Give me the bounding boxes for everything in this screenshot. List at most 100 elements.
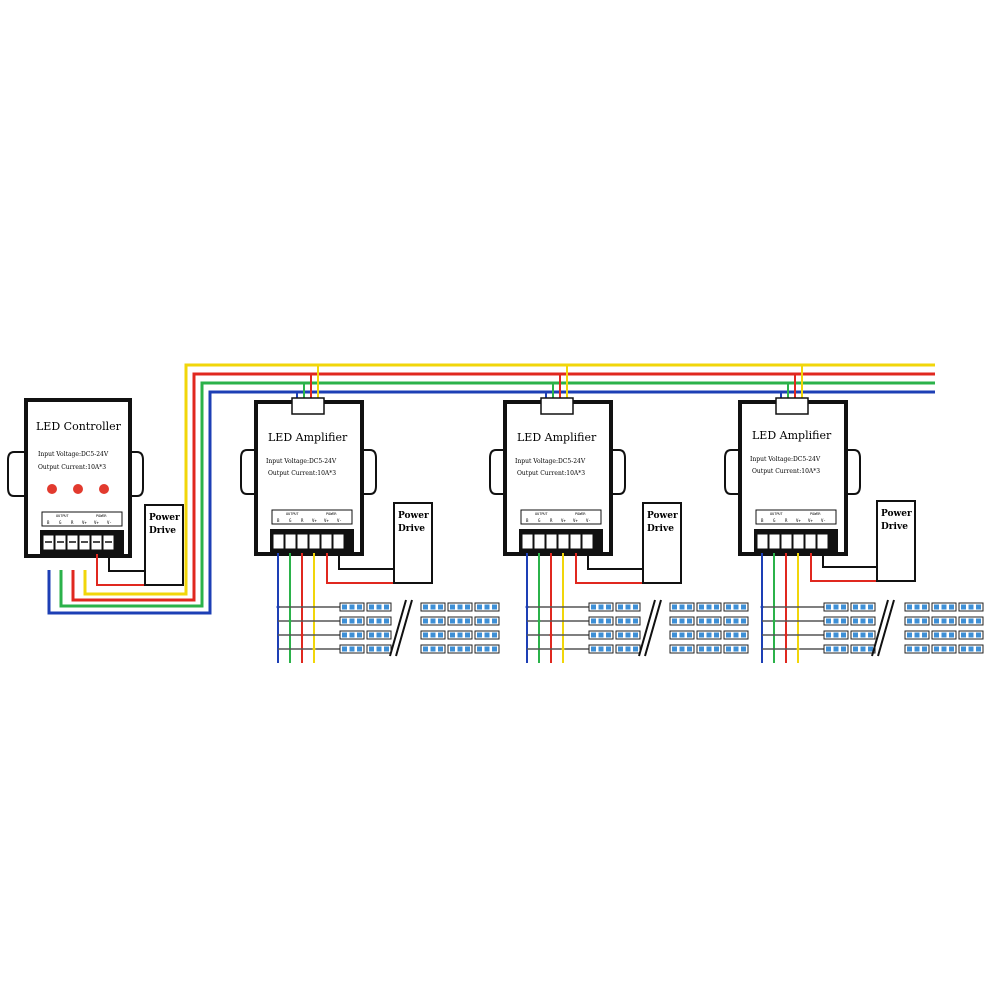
led-pixel <box>357 618 362 624</box>
led-pixel <box>423 618 428 624</box>
led-pixel <box>853 646 858 652</box>
led-pixel <box>826 618 831 624</box>
led-pixel <box>376 632 382 638</box>
controller-pin-label: V- <box>107 520 112 525</box>
led-pixel <box>672 646 677 652</box>
led-pixel <box>699 604 704 610</box>
led-pixel <box>679 604 685 610</box>
led-pixel <box>679 646 685 652</box>
led-pixel <box>968 618 974 624</box>
led-pixel <box>457 632 463 638</box>
wire-junction <box>760 605 764 609</box>
amplifier-terminal-power-label: POWER <box>810 512 821 516</box>
power-drive-label-line2: Drive <box>881 522 908 532</box>
led-pixel <box>699 618 704 624</box>
led-pixel <box>606 632 611 638</box>
led-pixel <box>934 646 939 652</box>
strip-break-mark <box>877 599 895 657</box>
led-pixel <box>384 632 389 638</box>
led-strips-3 <box>761 553 799 663</box>
led-pixel <box>342 646 347 652</box>
led-pixel <box>687 632 692 638</box>
led-amplifier-1: LED Amplifier Input Voltage:DC5-24V Outp… <box>240 397 396 584</box>
led-pixel <box>438 632 443 638</box>
led-pixel <box>342 618 347 624</box>
led-pixel <box>679 618 685 624</box>
led-pixel <box>741 646 746 652</box>
controller-pin-labels: B G R V+ V+ V- <box>47 520 112 525</box>
led-pixel <box>423 632 428 638</box>
led-pixel <box>941 646 947 652</box>
led-pixel <box>860 618 866 624</box>
led-pixel <box>976 604 981 610</box>
led-pixel <box>733 604 739 610</box>
led-pixel <box>853 632 858 638</box>
indicator-led-1 <box>47 484 57 494</box>
led-strips-2 <box>526 553 564 663</box>
led-pixel <box>853 604 858 610</box>
led-pixel <box>907 632 912 638</box>
led-pixel <box>868 646 873 652</box>
amplifier-title: LED Amplifier <box>517 431 597 444</box>
led-pixel <box>633 646 638 652</box>
controller-pin-label: V+ <box>94 520 99 525</box>
controller-terminal-output-label: OUTPUT <box>56 514 70 518</box>
led-pixel <box>968 646 974 652</box>
amplifier-output-current: Output Current:10A*3 <box>752 468 820 475</box>
led-pixel <box>438 646 443 652</box>
wire-junction <box>561 647 565 651</box>
led-pixel <box>726 604 731 610</box>
amplifier-pin-label: R <box>785 518 788 523</box>
led-pixel <box>633 632 638 638</box>
controller-title: LED Controller <box>36 420 122 433</box>
led-pixel <box>706 632 712 638</box>
led-pixel <box>687 646 692 652</box>
bus-wire-green <box>59 381 935 608</box>
led-pixel <box>941 632 947 638</box>
led-pixel <box>687 604 692 610</box>
led-pixel <box>714 646 719 652</box>
led-pixel <box>430 604 436 610</box>
amplifier-terminal-block <box>519 529 603 553</box>
led-pixel <box>438 618 443 624</box>
strip-break-mark <box>638 599 656 657</box>
amplifier-pin-label: B <box>277 518 280 523</box>
led-pixel <box>941 618 947 624</box>
led-pixel <box>706 646 712 652</box>
led-pixel <box>423 646 428 652</box>
led-pixel <box>349 632 355 638</box>
led-pixel <box>625 618 631 624</box>
amplifier-pin-label: R <box>550 518 553 523</box>
led-pixel <box>687 618 692 624</box>
led-pixel <box>492 646 497 652</box>
power-drive-label-line1: Power <box>881 509 912 519</box>
amplifier-terminal-output-label: OUTPUT <box>286 512 300 516</box>
led-pixel <box>384 618 389 624</box>
led-pixel <box>841 604 846 610</box>
power-drive-label-line2: Drive <box>398 524 425 534</box>
led-pixel <box>914 646 920 652</box>
signal-bus <box>47 363 935 615</box>
controller-input-voltage: Input Voltage:DC5-24V <box>38 451 109 458</box>
led-pixel <box>826 632 831 638</box>
led-pixel <box>376 604 382 610</box>
led-pixel <box>868 632 873 638</box>
led-pixel <box>860 604 866 610</box>
led-pixel <box>618 604 623 610</box>
led-pixel <box>934 632 939 638</box>
led-pixel <box>591 618 596 624</box>
led-pixel <box>672 632 677 638</box>
led-pixel <box>914 632 920 638</box>
amplifier-output-current: Output Current:10A*3 <box>268 470 336 477</box>
led-pixel <box>369 604 374 610</box>
led-pixel <box>492 604 497 610</box>
led-pixel <box>357 604 362 610</box>
led-pixel <box>465 618 470 624</box>
led-pixel <box>492 632 497 638</box>
strip-break-mark <box>395 599 413 657</box>
amplifier-title: LED Amplifier <box>752 429 832 442</box>
wire-junction <box>525 605 529 609</box>
led-pixel <box>868 604 873 610</box>
led-pixel <box>477 604 482 610</box>
